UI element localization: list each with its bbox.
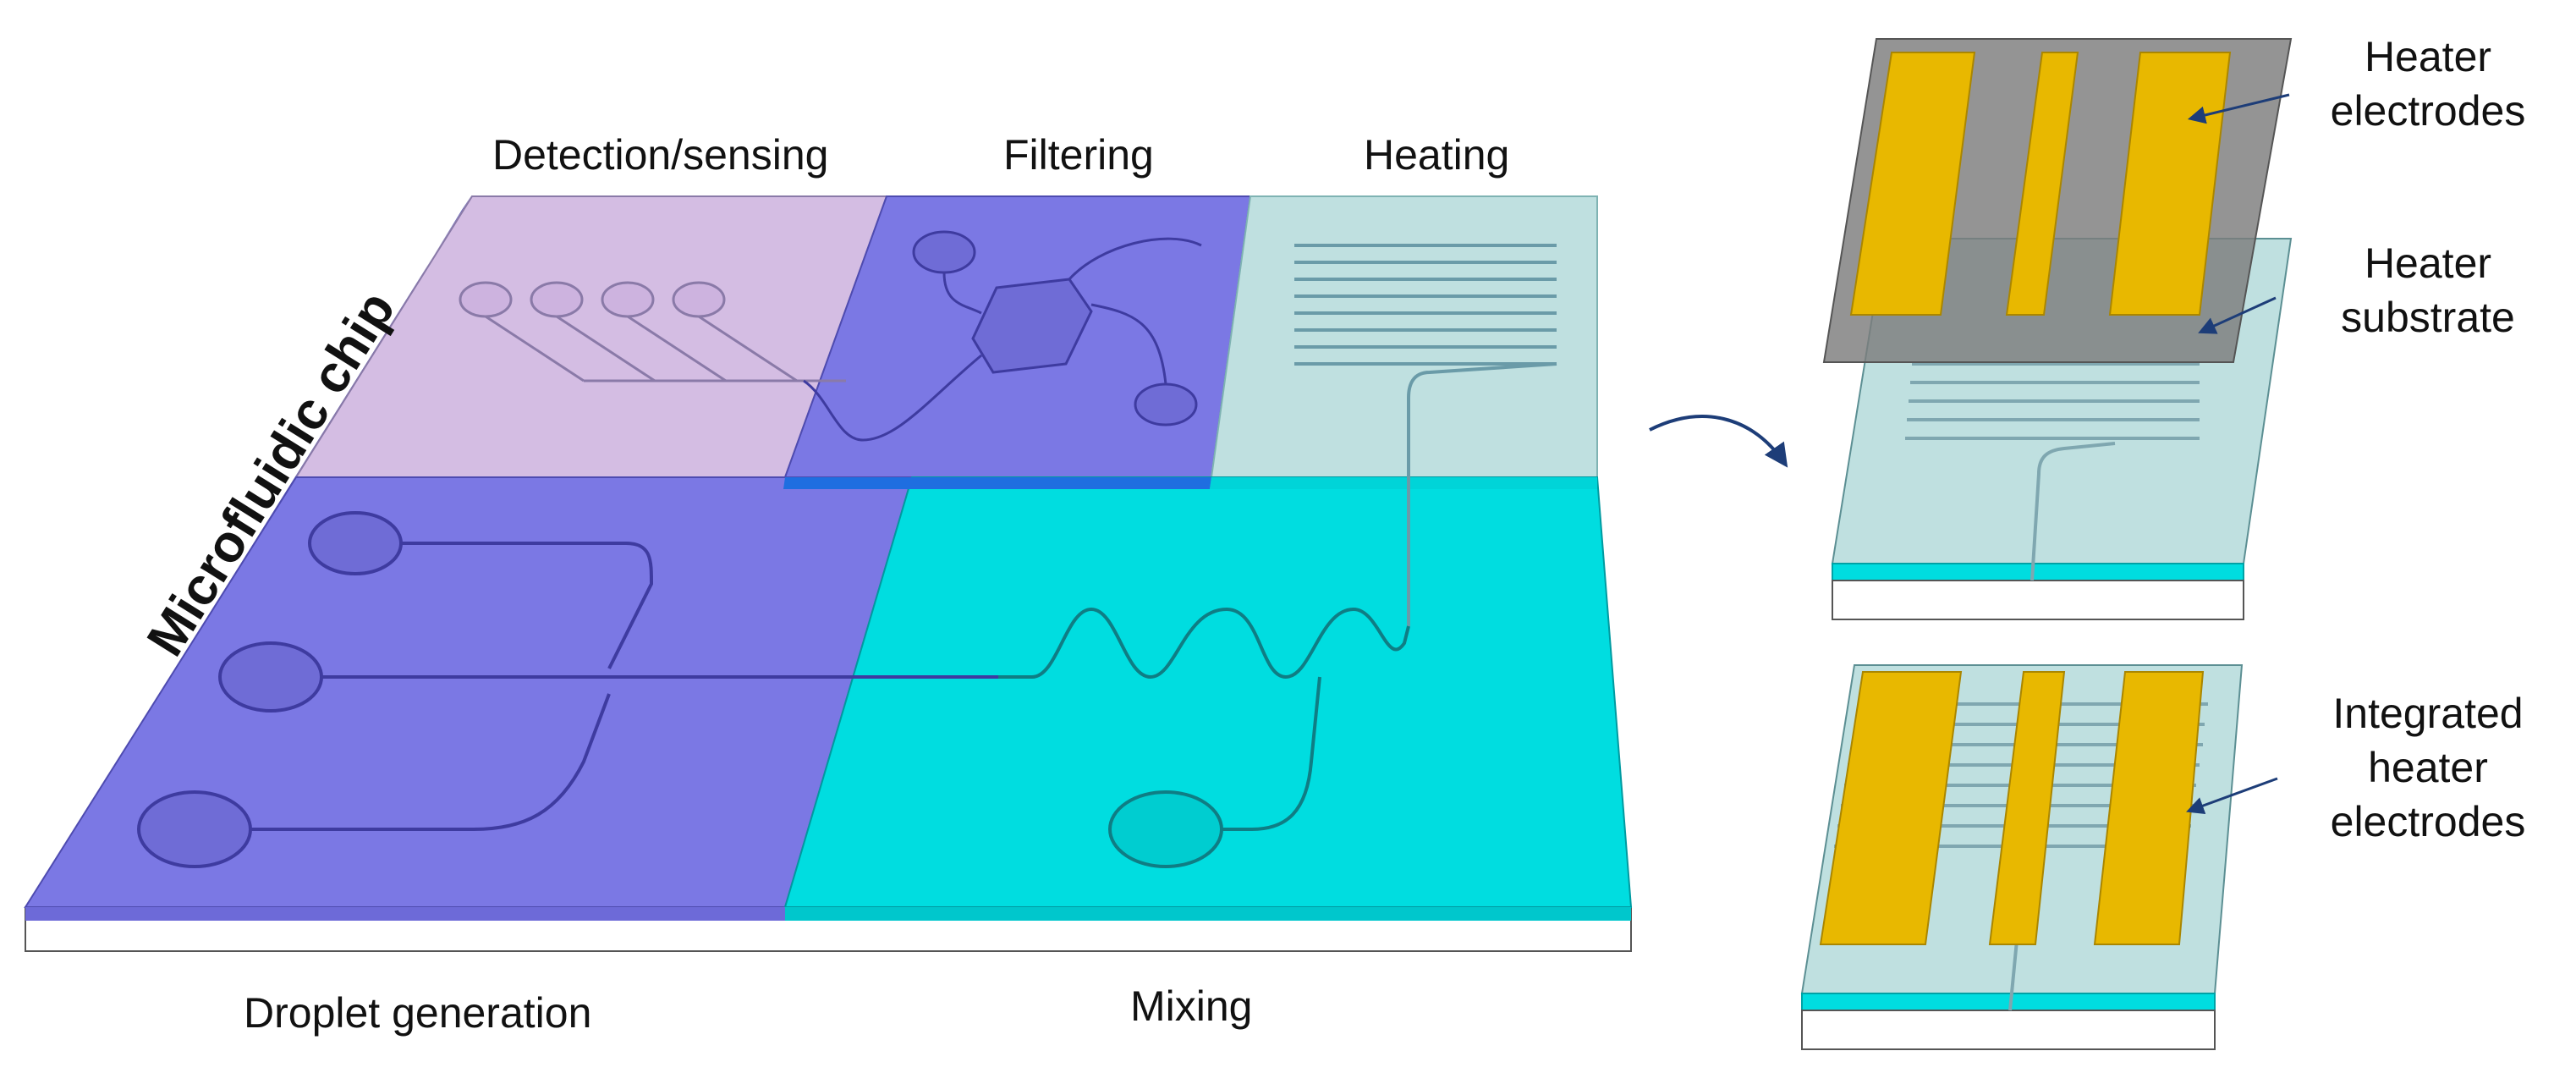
integrated-electrode-right	[2093, 671, 2205, 945]
region-heating	[1210, 195, 1598, 478]
heater-substrate-front-white	[1832, 580, 2244, 620]
label-heating: Heating	[1364, 131, 1510, 179]
detection-channels	[459, 281, 846, 382]
integrated-electrode-left	[1819, 671, 1963, 945]
divider-lip-filter	[783, 477, 1211, 489]
droplet-well-3	[137, 790, 252, 868]
pointer-integrated	[2186, 777, 2278, 815]
label-heater-electrodes-line2: electrodes	[2330, 87, 2526, 135]
label-detection: Detection/sensing	[492, 131, 829, 179]
chip-front-lip-left	[25, 907, 785, 921]
detection-well-2	[530, 281, 584, 318]
exploded-heater	[1822, 38, 2293, 620]
label-integrated-line1: Integrated	[2332, 690, 2524, 737]
filter-outlet-well	[1134, 382, 1198, 426]
label-heater-substrate-line2: substrate	[2341, 294, 2515, 341]
label-filtering: Filtering	[1003, 131, 1154, 179]
mixing-channels	[998, 607, 1410, 868]
filter-inlet-well	[912, 230, 976, 274]
pointer-heater-electrodes	[2187, 93, 2290, 124]
divider-lip-heat	[1210, 477, 1597, 489]
heater-electrode-middle	[2005, 52, 2079, 316]
droplet-well-2	[218, 641, 323, 713]
integrated-front-cyan	[1801, 993, 2216, 1011]
label-heater-substrate-line1: Heater	[2364, 239, 2492, 287]
droplet-channels	[137, 511, 998, 868]
integrated-heater	[1800, 664, 2244, 1050]
label-integrated: Integrated heater electrodes	[2293, 692, 2563, 843]
pointer-heater-substrate	[2198, 296, 2277, 334]
mixing-outlet-well	[1108, 790, 1223, 868]
label-integrated-line2: heater	[2368, 744, 2488, 791]
heater-substrate-front-cyan	[1832, 563, 2244, 581]
substrate-serpentine	[1905, 362, 2200, 581]
label-heater-electrodes: Heater electrodes	[2301, 36, 2555, 132]
label-heater-electrodes-line1: Heater	[2364, 33, 2492, 80]
label-pointers	[2186, 93, 2290, 815]
chip-front-lip-right	[785, 907, 1631, 921]
label-droplet: Droplet generation	[244, 989, 592, 1037]
heating-serpentine	[1294, 244, 1557, 626]
main-chip	[24, 195, 1633, 952]
detection-well-4	[672, 281, 726, 318]
label-integrated-line3: electrodes	[2330, 798, 2526, 845]
label-mixing: Mixing	[1130, 982, 1253, 1030]
detection-well-3	[601, 281, 655, 318]
heater-electrode-left	[1849, 52, 1976, 316]
transition-arrow	[1649, 415, 1788, 468]
integrated-electrode-middle	[1988, 671, 2066, 945]
integrated-front-white	[1801, 1010, 2216, 1050]
droplet-well-1	[308, 511, 403, 575]
filtering-channels	[803, 230, 1202, 442]
label-heater-substrate: Heater substrate	[2301, 242, 2555, 338]
detection-well-1	[459, 281, 513, 318]
